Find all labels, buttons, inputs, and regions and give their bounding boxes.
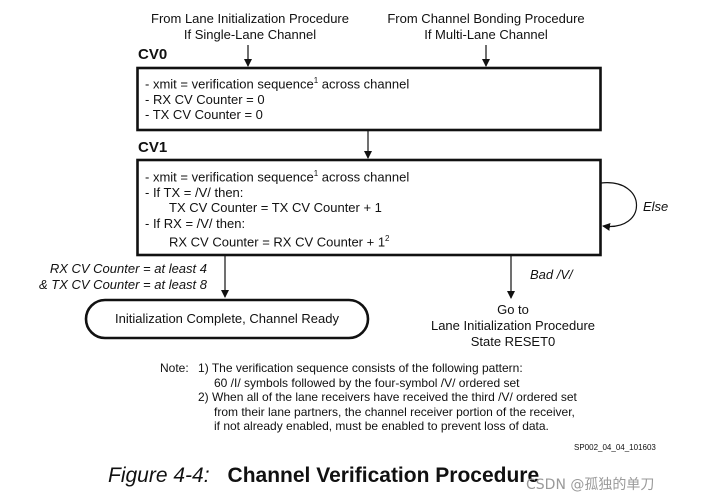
source-left-line1: From Lane Initialization Procedure xyxy=(151,11,349,26)
ready-state-box xyxy=(84,298,370,340)
cv0-actions: - xmit = verification sequence1 across c… xyxy=(145,73,409,123)
figure-caption: Figure 4-4: Channel Verification Procedur… xyxy=(108,464,539,488)
note-1-line2: 60 /I/ symbols followed by the four-symb… xyxy=(214,375,520,390)
note-1-number: 1) xyxy=(198,361,209,375)
note-2-number: 2) xyxy=(198,390,209,404)
cv1-line-if-tx: - If TX = /V/ then: xyxy=(145,184,244,200)
success-condition: RX CV Counter = at least 4 & TX CV Count… xyxy=(28,261,207,293)
cv1-line-tx-increment: TX CV Counter = TX CV Counter + 1 xyxy=(169,200,382,216)
cv0-line-rx-counter: - RX CV Counter = 0 xyxy=(145,91,265,107)
ready-state-label: Initialization Complete, Channel Ready xyxy=(114,311,339,326)
cv1-box xyxy=(136,158,602,257)
cv0-box xyxy=(136,66,602,132)
arrow-else-loop xyxy=(600,182,637,231)
cv1-actions: - xmit = verification sequence1 across c… xyxy=(145,166,409,250)
reference-code: SP002_04_04_101603 xyxy=(574,443,656,452)
success-condition-line1: RX CV Counter = at least 4 xyxy=(49,261,207,276)
note-1: Note: 1) The verification sequence consi… xyxy=(160,361,577,376)
goto-line1: Go to xyxy=(497,302,529,317)
goto-reset0: Go to Lane Initialization Procedure Stat… xyxy=(413,302,613,350)
cv1-line-rx-increment: RX CV Counter = RX CV Counter + 12 xyxy=(169,234,390,250)
notes: Note: 1) The verification sequence consi… xyxy=(160,361,577,434)
figure-number: Figure 4-4: xyxy=(108,464,210,487)
source-left-line2: If Single-Lane Channel xyxy=(183,27,317,42)
cv1-line-if-rx: - If RX = /V/ then: xyxy=(145,215,246,231)
watermark: CSDN @孤独的单刀 xyxy=(526,477,655,493)
note-2-line2: from their lane partners, the channel re… xyxy=(214,404,575,419)
footnote-ref-1: 1 xyxy=(313,76,319,85)
source-multi-lane: From Channel Bonding Procedure If Multi-… xyxy=(376,11,596,43)
cv0-label: CV0 xyxy=(138,46,168,63)
source-right-line2: If Multi-Lane Channel xyxy=(424,27,548,42)
source-single-lane: From Lane Initialization Procedure If Si… xyxy=(138,11,362,43)
figure-title: Channel Verification Procedure xyxy=(227,464,540,487)
footnote-ref-1: 1 xyxy=(313,169,319,178)
note-2-line3: if not already enabled, must be enabled … xyxy=(214,419,549,433)
note-1-line1: The verification sequence consists of th… xyxy=(211,361,523,375)
goto-line2: Lane Initialization Procedure xyxy=(430,318,596,333)
cv0-line-xmit: - xmit = verification sequence1 across c… xyxy=(145,76,410,92)
note-2-line1: When all of the lane receivers have rece… xyxy=(212,390,577,404)
source-right-line1: From Channel Bonding Procedure xyxy=(387,11,585,26)
cv1-line-xmit: - xmit = verification sequence1 across c… xyxy=(145,169,410,185)
bad-v-label: Bad /V/ xyxy=(530,267,573,282)
note-prefix: Note: xyxy=(160,361,189,375)
success-condition-line2: & TX CV Counter = at least 8 xyxy=(39,277,207,292)
footnote-ref-2: 2 xyxy=(385,234,390,244)
goto-line3: State RESET0 xyxy=(470,334,556,349)
cv1-label: CV1 xyxy=(138,139,168,156)
cv0-line-tx-counter: - TX CV Counter = 0 xyxy=(145,107,263,123)
else-label: Else xyxy=(643,199,669,214)
note-2: 2) When all of the lane receivers have r… xyxy=(160,390,577,405)
